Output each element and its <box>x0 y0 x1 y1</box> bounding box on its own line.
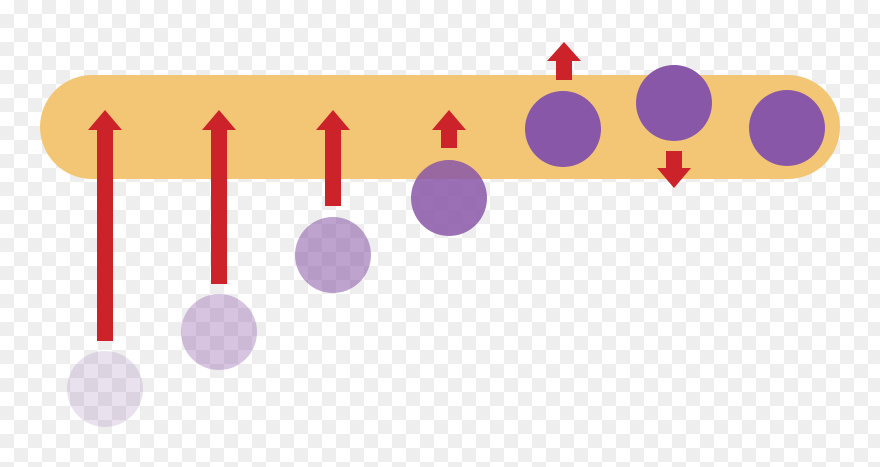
arrow-group <box>88 42 691 341</box>
up-arrow-5 <box>547 42 581 80</box>
up-arrow-4 <box>432 110 466 148</box>
up-arrow-1 <box>88 110 122 341</box>
particle-4 <box>411 160 487 236</box>
particle-1 <box>67 351 143 427</box>
particle-2 <box>181 294 257 370</box>
up-arrow-3 <box>316 110 350 206</box>
up-arrow-2 <box>202 110 236 284</box>
particle-6 <box>636 65 712 141</box>
particle-group <box>67 65 825 427</box>
particle-3 <box>295 217 371 293</box>
particle-7 <box>749 90 825 166</box>
down-arrow-6 <box>657 151 691 188</box>
particle-5 <box>525 91 601 167</box>
